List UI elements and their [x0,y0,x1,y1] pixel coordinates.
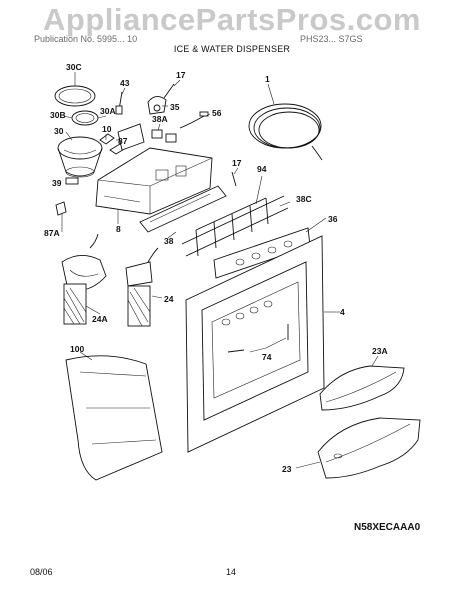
part-38-heater [139,185,227,233]
callout-30: 30 [54,126,64,136]
callout-17-second: 17 [232,158,242,168]
site-watermark: AppliancePartsPros.com [43,2,421,37]
part-43-screw [115,91,123,115]
callout-1: 1 [265,74,270,84]
callout-94: 94 [257,164,267,174]
part-24-solenoid [125,247,159,327]
part-39-clip [65,177,79,185]
callout-23a: 23A [372,346,388,356]
callout-labels: 30C 43 17 35 56 1 30B 30A 38A 30 10 87 3… [44,62,388,474]
callout-17: 17 [176,70,186,80]
callout-100: 100 [70,344,84,354]
callout-38a: 38A [152,114,168,124]
part-1-water-tube [248,103,323,161]
leader-lines [61,72,379,469]
part-4-dispenser-frame [185,235,325,453]
callout-74: 74 [262,352,272,362]
callout-8: 8 [116,224,121,234]
callout-30a: 30A [100,106,116,116]
callout-23: 23 [282,464,292,474]
callout-30b: 30B [50,110,66,120]
callout-35: 35 [170,102,180,112]
part-87a-plug [55,201,67,216]
part-23a-drip-grille [319,365,405,411]
callout-87: 87 [118,136,128,146]
callout-43: 43 [120,78,130,88]
footer-page-number: 14 [226,567,237,577]
part-56-wire [179,111,209,129]
callout-39: 39 [52,178,62,188]
part-94-wire-frame [181,195,289,257]
callout-38c: 38C [296,194,312,204]
part-30-funnel [57,136,103,178]
callout-4: 4 [340,307,345,317]
callout-24a: 24A [92,314,108,324]
part-30b-30a-disc [71,110,99,126]
part-24a-motor [61,233,107,325]
diagram-title: ICE & WATER DISPENSER [173,44,291,54]
footer-date: 08/06 [30,567,53,577]
header-publication: Publication No. 5995... 10 [34,34,138,44]
callout-38: 38 [164,236,174,246]
callout-10: 10 [102,124,112,134]
part-30c-gasket [54,85,96,107]
callout-30c: 30C [66,62,82,72]
part-35-actuator [147,83,175,115]
part-38a-switches [151,129,177,143]
diagram-code: N58XECAAA0 [354,522,421,533]
part-17-screw-second [231,171,237,187]
callout-56: 56 [212,108,222,118]
part-8-ice-chute-housing [95,123,213,215]
callout-87a: 87A [44,228,60,238]
part-23-drip-tray [317,417,421,479]
part-100-cover [65,355,163,481]
header-model: PHS23... S7GS [300,34,363,44]
callout-24: 24 [164,294,174,304]
callout-36: 36 [328,214,338,224]
